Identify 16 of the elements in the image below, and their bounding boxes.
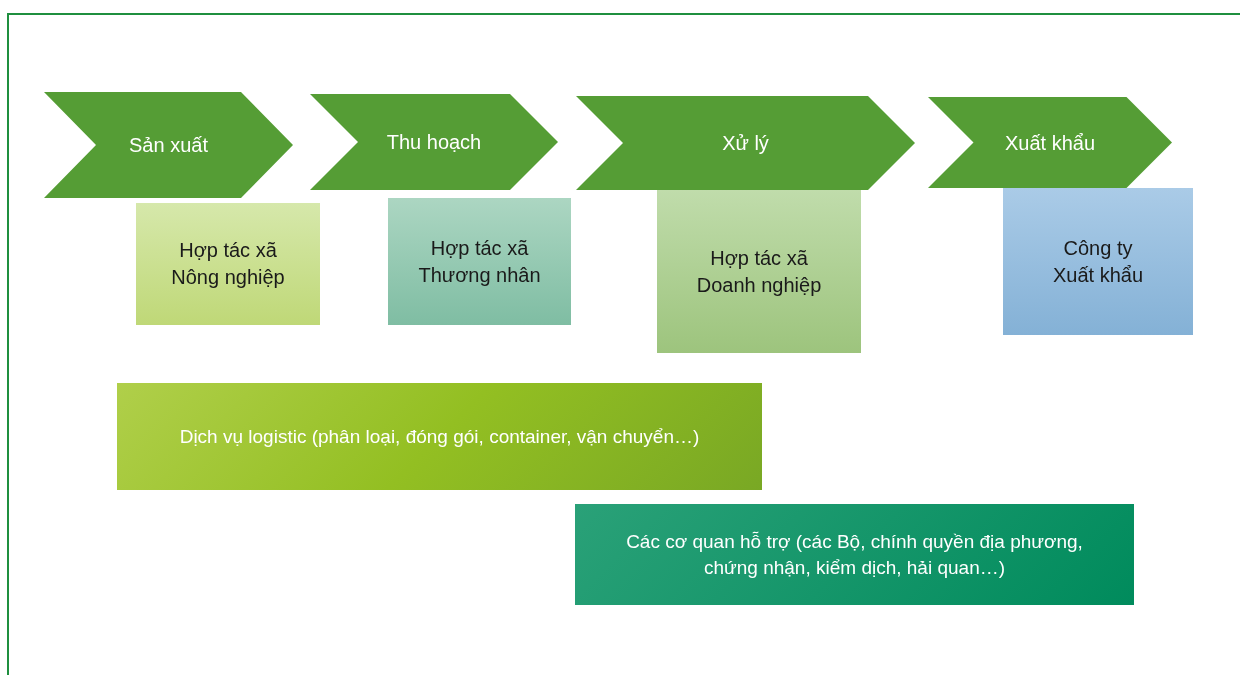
service-band <box>575 504 1134 605</box>
actor-box <box>1003 188 1193 335</box>
actor-label: Công ty Xuất khẩu <box>1051 235 1145 288</box>
band-label: Dịch vụ logistic (phân loại, đóng gói, container, vận chuyển…) <box>179 424 700 449</box>
step-label: Sản xuất <box>129 133 208 158</box>
band-label: Các cơ quan hỗ trợ (các Bộ, chính quyền địa phương, chứng nhận, kiểm dịch, hải quan…) <box>625 529 1084 580</box>
actor-label: Hợp tác xã Nông nghiệp <box>170 238 286 290</box>
step-label: Xuất khẩu <box>1004 130 1096 156</box>
actor-label: Hợp tác xã Doanh nghiệp <box>695 245 823 298</box>
step-label: Thu hoạch <box>386 130 482 155</box>
actor-box <box>136 203 320 325</box>
actor-box <box>388 198 571 325</box>
step-label: Xử lý <box>722 131 769 156</box>
actor-box <box>657 190 861 353</box>
actor-label: Hợp tác xã Thương nhân <box>417 235 542 288</box>
service-band <box>117 383 762 490</box>
